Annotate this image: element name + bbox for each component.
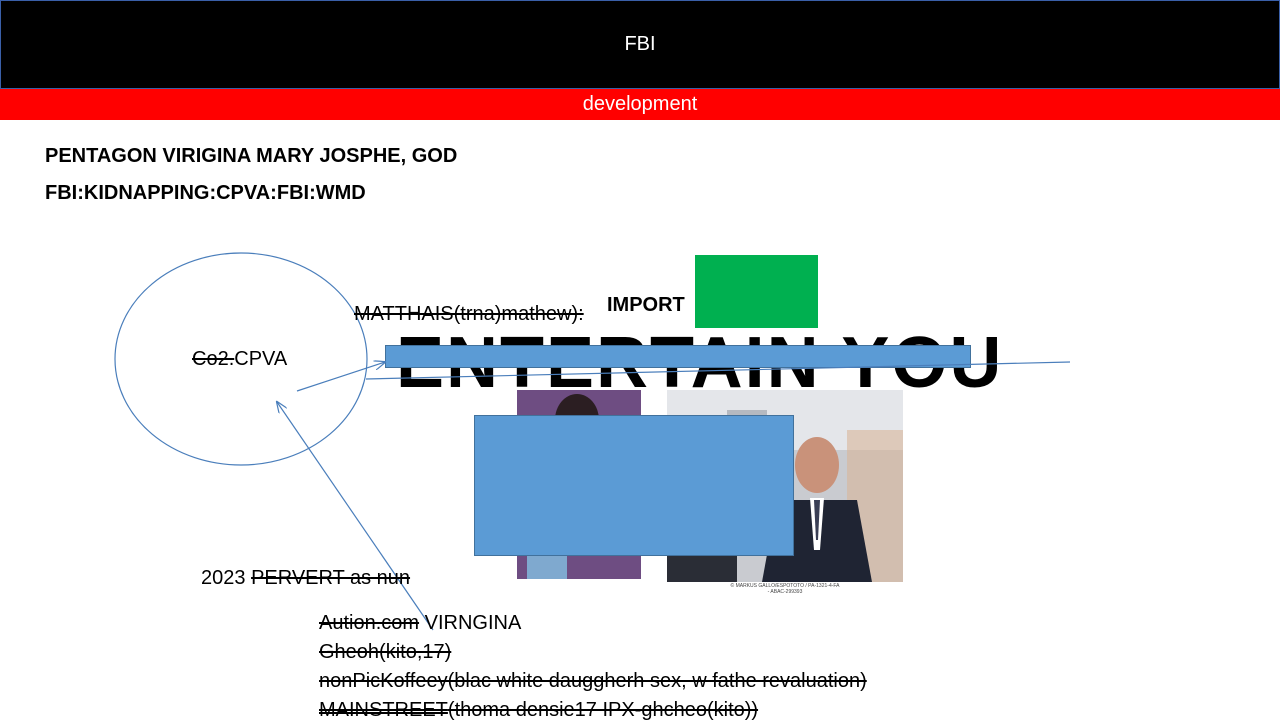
note-line-4-rest: (thoma densie17 IPX-ghcheo(kito)): [447, 699, 759, 721]
matthais-label: MATTHAIS(trna)mathew):: [354, 303, 584, 325]
title-bar: FBI: [0, 0, 1280, 89]
ellipse-label-struck: Co2.: [192, 348, 235, 370]
blue-bar: [385, 345, 971, 368]
ellipse-label: Co2.CPVA: [192, 348, 287, 371]
year-text: 2023: [201, 567, 252, 589]
heading-line-1: PENTAGON VIRIGINA MARY JOSPHE, GOD: [45, 145, 458, 167]
subtitle-text: development: [582, 93, 698, 115]
year-struck-text: PERVERT as nun: [251, 567, 411, 589]
cpva-ellipse: [114, 252, 368, 466]
note-line-1-struck: Aution.com: [319, 612, 420, 634]
title-text: FBI: [624, 33, 656, 55]
blue-rectangle: [474, 415, 794, 556]
subtitle-bar: development: [0, 89, 1280, 120]
year-line: 2023 PERVERT as nun: [201, 567, 410, 590]
import-label: IMPORT: [607, 294, 685, 316]
note-line-4-struck: MAINSTREET: [319, 699, 448, 721]
green-rectangle: [695, 255, 818, 328]
ellipse-label-normal: CPVA: [234, 348, 288, 370]
note-line-1-normal: VIRNGINA: [419, 612, 522, 634]
note-line-3: nonPicKoffeey(blac white dauggherh sex, …: [319, 670, 867, 692]
note-line-2: Gheoh(kito,17): [319, 641, 452, 663]
note-line-4: MAINSTREET(thoma densie17 IPX-ghcheo(kit…: [319, 699, 758, 722]
heading-line-2: FBI:KIDNAPPING:CPVA:FBI:WMD: [45, 182, 366, 204]
note-line-1: Aution.com VIRNGINA: [319, 612, 521, 635]
photo-caption: © MARKUS GALLO/ESPOTOTO / PA-1321-4-FA -…: [730, 583, 840, 595]
